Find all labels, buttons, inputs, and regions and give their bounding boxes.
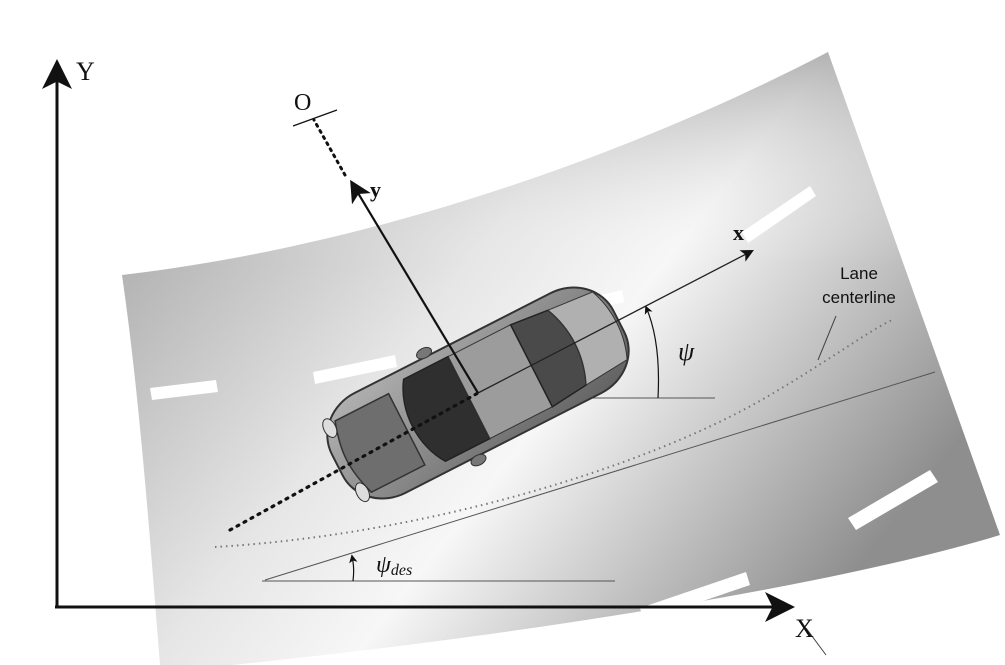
vehicle-y-label: y — [370, 177, 381, 202]
vehicle-x-axis — [477, 250, 754, 394]
global-y-label: Y — [76, 57, 95, 86]
origin-label: O — [294, 90, 311, 116]
lane-dash — [742, 186, 816, 243]
psi-des-label: ψdes — [376, 552, 412, 579]
global-x-label: X — [795, 614, 814, 643]
origin-tick — [292, 109, 338, 127]
psi-des-arc — [349, 554, 358, 582]
psi-arc — [644, 305, 660, 399]
psi-des-subscript: des — [391, 562, 412, 579]
lane-dash — [640, 572, 750, 621]
lane-dash — [313, 355, 397, 384]
lane-dash — [848, 470, 938, 530]
vehicle-y-axis — [350, 179, 479, 394]
lane-centerline-pointer — [817, 315, 837, 361]
x-label-pointer — [805, 627, 827, 656]
lane-centerline-label-line2: centerline — [822, 288, 896, 307]
lane-centerline — [214, 319, 893, 548]
origin-dotted-line — [312, 118, 347, 177]
lane-tangent-line — [264, 371, 936, 581]
lane-dash — [150, 380, 218, 400]
global-axes — [42, 59, 795, 622]
vehicle-x-axis-dotted — [228, 391, 480, 532]
psi-des-symbol: ψ — [376, 552, 392, 578]
lane-dash — [438, 632, 550, 662]
psi-label: ψ — [678, 337, 695, 366]
vehicle-x-label: x — [733, 220, 744, 245]
lane-centerline-label-line1: Lane — [840, 264, 878, 283]
